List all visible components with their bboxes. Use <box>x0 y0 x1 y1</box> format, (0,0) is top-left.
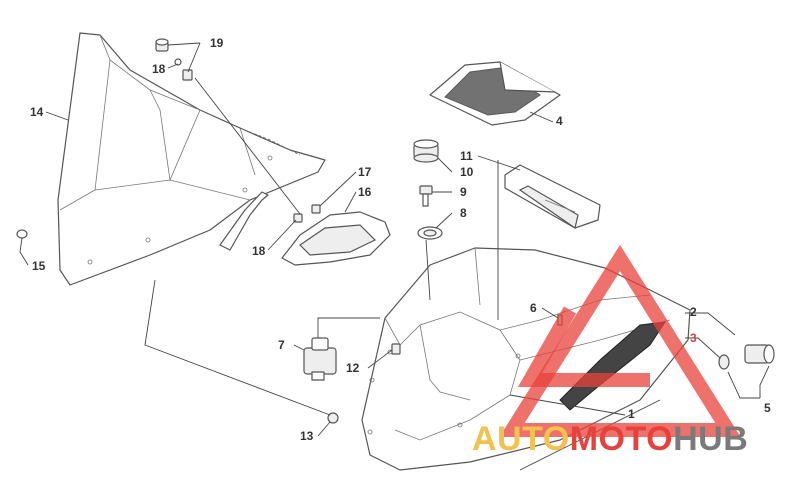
grommet-8 <box>417 226 443 240</box>
callouts: 19 18 14 15 17 16 18 4 11 10 9 8 6 7 12 … <box>30 36 771 443</box>
nut-13 <box>327 412 339 424</box>
watermark-text-moto: MOTO <box>570 420 673 458</box>
callout-1: 1 <box>628 407 635 421</box>
screw-19 <box>155 38 169 52</box>
storage-net <box>429 61 561 126</box>
windshield <box>57 32 326 286</box>
callout-3: 3 <box>690 331 697 345</box>
callout-10: 10 <box>460 165 474 179</box>
callout-5: 5 <box>764 401 771 415</box>
screw-15 <box>16 229 28 239</box>
callout-9: 9 <box>460 185 467 199</box>
socket-5 <box>718 344 775 370</box>
callout-17: 17 <box>358 165 372 179</box>
watermark-text-auto: AUTO <box>472 420 570 458</box>
callout-6: 6 <box>530 301 537 315</box>
watermark-logo-outer <box>499 244 741 437</box>
callout-14: 14 <box>30 105 44 119</box>
callout-15: 15 <box>32 259 46 273</box>
switch-7 <box>303 337 337 381</box>
key-9 <box>419 185 433 207</box>
callout-18-top: 18 <box>152 62 166 76</box>
glove-box-11 <box>504 164 601 229</box>
cap-10 <box>413 139 439 163</box>
watermark: AUTOMOTOHUB <box>472 244 748 458</box>
screw-17 <box>311 204 321 214</box>
fairing <box>361 247 691 471</box>
deflector <box>281 211 391 266</box>
callout-8: 8 <box>460 206 467 220</box>
callout-4: 4 <box>556 114 563 128</box>
callout-13: 13 <box>300 429 314 443</box>
nut-18-top <box>182 69 193 81</box>
callout-11: 11 <box>460 149 473 163</box>
callout-16: 16 <box>358 185 372 199</box>
callout-19: 19 <box>210 36 224 50</box>
washer-19 <box>174 58 182 66</box>
screw-12 <box>391 343 401 355</box>
mirror-bracket <box>219 191 269 251</box>
watermark-text-hub: HUB <box>673 420 748 458</box>
callout-12: 12 <box>346 361 360 375</box>
callout-7: 7 <box>278 338 285 352</box>
watermark-logo-inner <box>517 306 650 387</box>
svg-text:AUTOMOTOHUB: AUTOMOTOHUB <box>472 420 748 458</box>
callout-2: 2 <box>690 305 697 319</box>
callout-18-bottom: 18 <box>252 244 266 258</box>
